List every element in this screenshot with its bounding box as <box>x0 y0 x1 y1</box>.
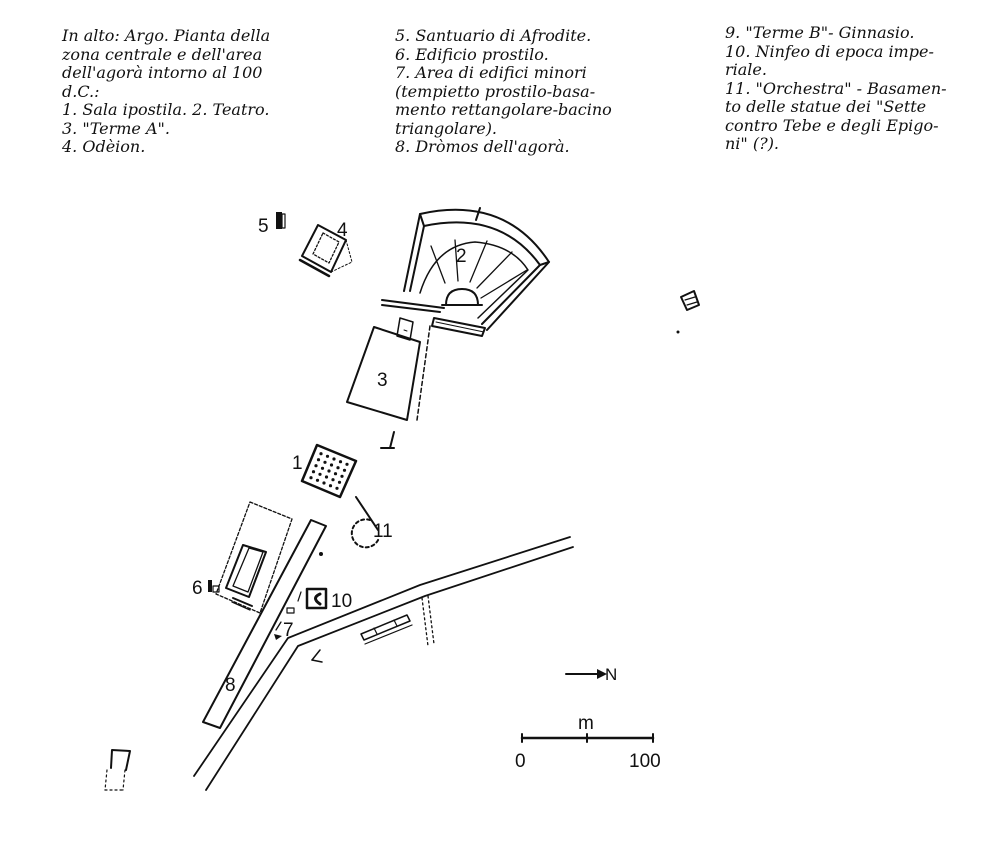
building-2-theatre <box>381 207 550 337</box>
hall-column <box>331 478 335 482</box>
hall-column <box>309 476 313 480</box>
hall-column <box>345 462 349 466</box>
hall-column <box>314 464 318 468</box>
map-label-8: 8 <box>225 675 236 696</box>
caption-line: 4. Odèion. <box>62 137 146 156</box>
caption-line: zona centrale e dell'area <box>62 44 263 64</box>
map-label-6: 6 <box>192 578 203 599</box>
hall-column <box>338 460 343 464</box>
map-label-4: 4 <box>337 220 348 241</box>
map-label-3: 3 <box>377 370 388 391</box>
hall-column <box>322 481 326 485</box>
map-label-11: 11 <box>373 521 393 542</box>
map-label-5: 5 <box>258 216 269 237</box>
caption-line: d.C.: <box>62 81 100 101</box>
caption-column-3: 9. "Terme B"- Ginnasio. 10. Ninfeo di ep… <box>725 23 947 154</box>
caption-line: dell'agorà intorno al 100 <box>62 63 263 82</box>
caption-line: (tempietto prostilo-basa- <box>395 81 596 101</box>
caption-line: 6. Edificio prostilo. <box>395 44 549 64</box>
north-arrow-label: N <box>605 665 617 684</box>
caption-column-1: In alto: Argo. Pianta della zona central… <box>62 26 271 157</box>
caption-line: In alto: Argo. Pianta della <box>62 26 271 45</box>
hall-column <box>315 478 320 482</box>
hall-column <box>319 452 323 456</box>
hall-column <box>311 470 316 474</box>
caption-line: to delle statue dei "Sette <box>725 97 927 116</box>
caption-line: 5. Santuario di Afrodite. <box>395 26 592 45</box>
hall-column <box>340 474 344 478</box>
hall-column <box>324 475 329 479</box>
hall-column <box>342 468 347 472</box>
map-label-1: 1 <box>292 453 303 474</box>
caption-line: 1. Sala ipostila. 2. Teatro. <box>62 100 270 119</box>
hall-column <box>320 466 325 470</box>
north-arrow <box>565 669 607 679</box>
hall-column <box>323 460 327 464</box>
caption-line: 7. Area di edifici minori <box>395 63 587 82</box>
hall-column <box>318 472 322 476</box>
hall-column <box>316 458 321 462</box>
caption-line: ni" (?). <box>725 134 780 153</box>
building-7-minor-buildings <box>274 591 323 663</box>
hall-column <box>337 480 342 484</box>
caption-line: 11. "Orchestra" - Basamen- <box>725 78 947 98</box>
scale-bar-max: 100 <box>629 751 661 772</box>
building-3-terme-a <box>346 317 431 449</box>
building-9-terme-b <box>676 290 700 334</box>
caption-line: contro Tebe e degli Epigo- <box>725 115 939 135</box>
caption-line: 10. Ninfeo di epoca impe- <box>725 41 934 61</box>
caption-column-2: 5. Santuario di Afrodite. 6. Edificio pr… <box>395 26 612 157</box>
building-bottom-left <box>104 749 131 791</box>
building-5-afrodite <box>276 212 286 229</box>
hall-column <box>328 484 333 488</box>
hall-column <box>327 469 331 473</box>
hall-column <box>329 463 334 467</box>
road-building <box>360 595 435 647</box>
hall-column <box>336 466 340 470</box>
map-label-7: 7 <box>283 620 294 641</box>
map-label-10: 10 <box>331 591 352 612</box>
caption-line: 8. Dròmos dell'agorà. <box>395 137 570 156</box>
caption-line: 3. "Terme A". <box>62 118 170 138</box>
building-1-hypostyle-hall <box>300 443 358 499</box>
scale-bar <box>520 733 655 743</box>
building-4-odeion <box>298 224 353 278</box>
hall-column <box>333 472 338 476</box>
caption-line: riale. <box>725 60 767 79</box>
hall-column <box>325 454 330 458</box>
caption-line: mento rettangolare-bacino <box>395 100 612 119</box>
modern-road <box>193 536 574 791</box>
hall-column <box>332 457 336 461</box>
building-6-prostyle <box>208 501 293 614</box>
scale-bar-unit: m <box>578 713 594 734</box>
building-10-nymphaeum <box>305 587 328 610</box>
hall-column <box>335 486 339 490</box>
caption-line: triangolare). <box>395 118 498 138</box>
caption-line: 9. "Terme B"- Ginnasio. <box>725 23 915 42</box>
scale-bar-min: 0 <box>515 751 526 772</box>
building-8-dromos <box>202 519 327 729</box>
map-label-2: 2 <box>456 246 467 267</box>
building-11-orchestra <box>350 496 380 549</box>
